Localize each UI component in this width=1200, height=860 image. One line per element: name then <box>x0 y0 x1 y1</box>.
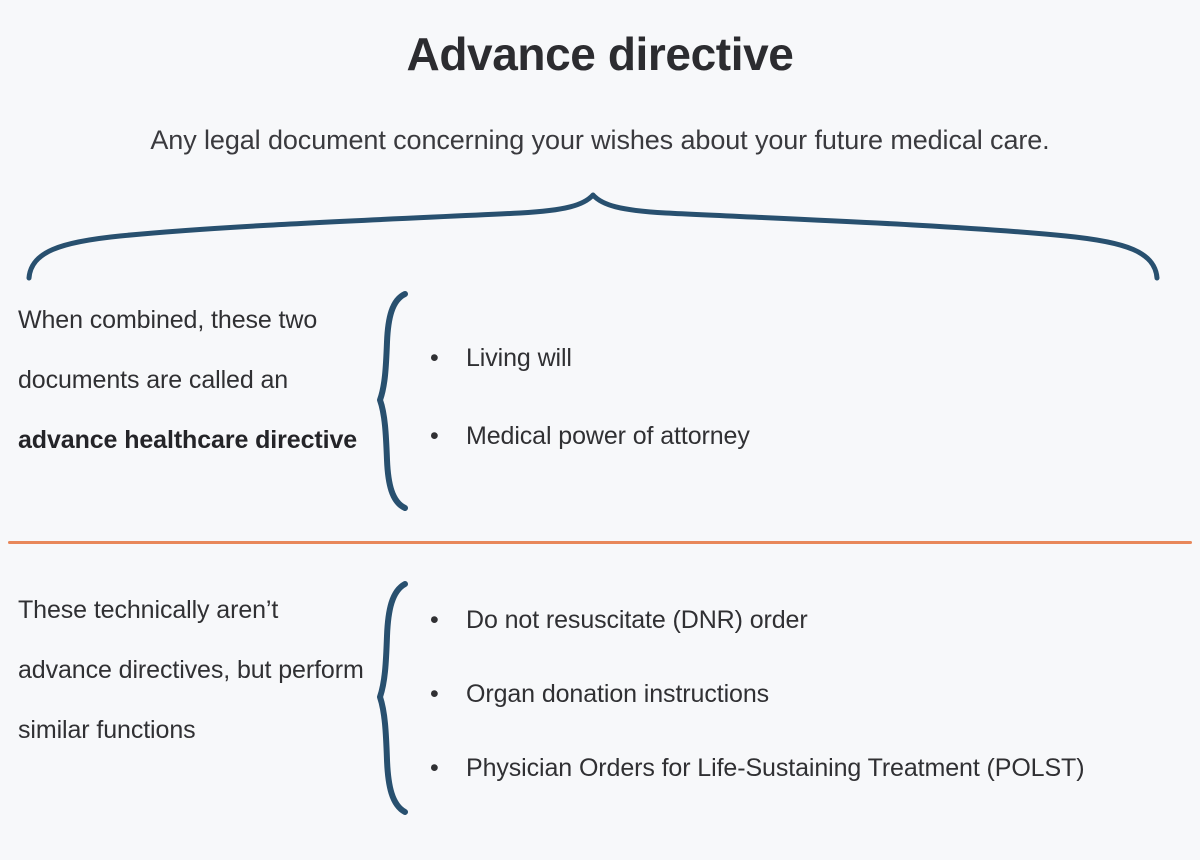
list-item: • Organ donation instructions <box>424 666 1194 722</box>
list-item-label: Living will <box>466 344 572 372</box>
footer-ghost-text <box>952 836 1200 860</box>
top-curly-brace-icon <box>0 186 1200 290</box>
section-two-curly-brace-icon <box>372 580 416 821</box>
bullet-point-icon: • <box>430 754 439 782</box>
section-two-lead-plain: These technically aren’t advance directi… <box>18 596 364 744</box>
list-item-label: Physician Orders for Life-Sustaining Tre… <box>466 754 1085 782</box>
section-divider <box>8 541 1192 544</box>
bullet-point-icon: • <box>430 680 439 708</box>
list-item: • Physician Orders for Life-Sustaining T… <box>424 740 1194 796</box>
bullet-point-icon: • <box>430 422 439 450</box>
list-item: • Living will <box>424 330 1194 386</box>
section-advance-directives: When combined, these two documents are c… <box>0 290 1200 530</box>
section-one-lead-plain: When combined, these two documents are c… <box>18 306 318 394</box>
section-one-curly-brace-icon <box>372 290 416 517</box>
list-item-label: Do not resuscitate (DNR) order <box>466 606 808 634</box>
section-two-bullet-list: • Do not resuscitate (DNR) order • Organ… <box>424 592 1194 814</box>
list-item-label: Organ donation instructions <box>466 680 770 708</box>
section-one-bullet-list: • Living will • Medical power of attorne… <box>424 330 1194 486</box>
bullet-point-icon: • <box>430 344 439 372</box>
page-subtitle: Any legal document concerning your wishe… <box>150 125 1050 155</box>
bullet-point-icon: • <box>430 606 439 634</box>
section-one-lead-bold: advance healthcare directive <box>18 426 358 454</box>
list-item-label: Medical power of attorney <box>466 422 750 450</box>
section-non-advance-directives: These technically aren’t advance directi… <box>0 580 1200 851</box>
list-item: • Do not resuscitate (DNR) order <box>424 592 1194 648</box>
section-one-lead-text: When combined, these two documents are c… <box>18 290 366 470</box>
list-item: • Medical power of attorney <box>424 408 1194 464</box>
section-two-lead-text: These technically aren’t advance directi… <box>18 580 366 760</box>
page-title: Advance directive <box>406 28 794 80</box>
